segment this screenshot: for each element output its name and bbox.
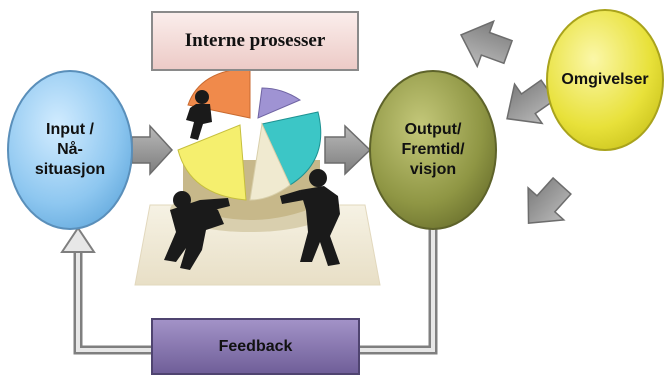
arrow-environment-up	[459, 19, 514, 69]
business-figure-climbing	[186, 90, 212, 140]
output-label: Output/ Fremtid/ visjon	[401, 121, 465, 178]
business-figure-pushing-left	[164, 191, 230, 270]
environment-node	[546, 9, 664, 151]
business-figure-pushing-right	[280, 169, 340, 266]
title-label: Interne prosesser	[184, 30, 326, 52]
feedback-label: Feedback	[218, 337, 293, 355]
pie-slice-purple	[257, 87, 302, 119]
title-box	[151, 11, 359, 71]
arrow-environment-down	[527, 176, 572, 224]
arrow-environment-to-output	[506, 79, 556, 125]
arrow-input-to-process	[131, 124, 174, 176]
input-node	[7, 70, 133, 230]
input-label: Input / Nå- situasjon	[34, 121, 106, 178]
feedback-arrowhead	[60, 226, 96, 253]
pie-slice-cyan	[261, 111, 322, 186]
environment-label: Omgivelser	[561, 71, 649, 88]
output-node	[369, 70, 497, 230]
feedback-box	[151, 318, 360, 375]
pie-slice-yellow	[177, 124, 247, 201]
arrow-process-to-output	[324, 124, 372, 176]
